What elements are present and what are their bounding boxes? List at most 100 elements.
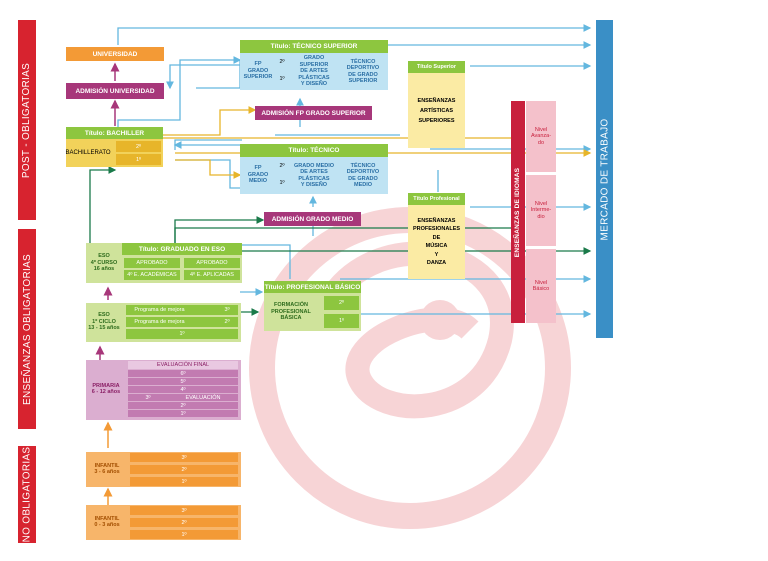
titulo-profesional-block: Título Profesional ENSEÑANZAS PROFESIONA… bbox=[408, 193, 465, 279]
infantil-3-6-name: INFANTIL 3 - 6 años bbox=[94, 462, 120, 476]
fp-grado-medio: FP GRADO MEDIO bbox=[247, 165, 269, 185]
admision-grado-medio-label: ADMISIÓN GRADO MEDIO bbox=[271, 215, 354, 223]
primaria-1: 1º bbox=[128, 410, 238, 417]
eso-3: 3º bbox=[224, 307, 230, 313]
aprobado-aplicadas: APROBADO bbox=[184, 258, 240, 268]
admision-fp-grado-superior-box: ADMISIÓN FP GRADO SUPERIOR bbox=[255, 106, 372, 120]
infantil-0-3-3: 3º bbox=[130, 506, 238, 515]
tecnico-superior-block: Título: TÉCNICO SUPERIOR FP GRADO SUPERI… bbox=[240, 40, 388, 90]
profesional-basico-body: FORMACIÓN PROFESIONAL BÁSICA 2º 1º bbox=[264, 293, 361, 331]
post-obligatorias-band: POST - OBLIGATORIAS bbox=[18, 20, 36, 220]
profesional-basico-title-text: Título: PROFESIONAL BÁSICO bbox=[264, 283, 361, 291]
primaria-2: 2º bbox=[128, 402, 238, 409]
primaria-3: 3º bbox=[145, 394, 151, 401]
titulo-superior-title: Título Superior bbox=[408, 61, 465, 73]
post-obligatorias-label: POST - OBLIGATORIAS bbox=[21, 62, 33, 178]
graduado-eso-body: APROBADO APROBADO 4º E. ACADÉMICAS 4º E.… bbox=[122, 255, 242, 283]
artes-grado-medio: GRADO MEDIO DE ARTES PLÁSTICAS Y DISEÑO bbox=[293, 162, 335, 189]
infantil-0-3-block: INFANTIL 0 - 3 años 3º 2º 1º bbox=[86, 505, 241, 540]
nivel-intermedio: Nivel Intermе- dio bbox=[526, 175, 556, 246]
profesional-basico-title: Título: PROFESIONAL BÁSICO bbox=[264, 281, 361, 293]
infantil-3-6-1: 1º bbox=[130, 477, 238, 486]
primaria-5: 5º bbox=[128, 378, 238, 385]
no-obligatorias-band: NO OBLIGATORIAS bbox=[18, 446, 36, 543]
nivel-basico: Nivel Básico bbox=[526, 249, 556, 323]
programa-mejora-2: Programa de mejora bbox=[134, 319, 185, 325]
admision-grado-medio-box: ADMISIÓN GRADO MEDIO bbox=[264, 212, 361, 226]
formacion-profesional-basica: FORMACIÓN PROFESIONAL BÁSICA bbox=[271, 302, 311, 322]
primaria-4: 4º bbox=[128, 386, 238, 393]
graduado-eso-title-text: Título: GRADUADO EN ESO bbox=[138, 245, 226, 253]
bachillerato-name: BACHILLERATO bbox=[65, 149, 111, 156]
tecnico-superior-title-text: Título: TÉCNICO SUPERIOR bbox=[270, 43, 358, 50]
bachiller-title-text: Título: BACHILLER bbox=[84, 129, 145, 137]
aprobado-academicas: APROBADO bbox=[124, 258, 180, 268]
primaria-3-row: 3º EVALUACIÓN bbox=[128, 394, 238, 401]
universidad-box: UNIVERSIDAD bbox=[66, 47, 164, 61]
deportivo-grado-medio: TÉCNICO DEPORTIVO DE GRADO MEDIO bbox=[346, 162, 380, 189]
primaria-6: 6º bbox=[128, 370, 238, 377]
ensenanzas-obligatorias-label: ENSEÑANZAS OBLIGATORIAS bbox=[21, 253, 33, 405]
evaluacion: EVALUACIÓN bbox=[185, 394, 221, 401]
eso-primer-ciclo-block: ESO 1º CICLO 13 - 15 años Programa de me… bbox=[86, 303, 241, 342]
infantil-3-6-block: INFANTIL 3 - 6 años 3º 2º 1º bbox=[86, 452, 241, 487]
deportivo-grado-superior: TÉCNICO DEPORTIVO DE GRADO SUPERIOR bbox=[346, 58, 380, 85]
primaria-name: PRIMARIA 6 - 12 años bbox=[91, 382, 121, 396]
bachillerato-block: Título: BACHILLER BACHILLERATO 2º 1º bbox=[65, 127, 163, 167]
tecnico-block: Título: TÉCNICO FP GRADO MEDIO 2º 1º GRA… bbox=[240, 144, 388, 194]
ensenanzas-obligatorias-band: ENSEÑANZAS OBLIGATORIAS bbox=[18, 229, 36, 429]
ensenanzas-artisticas-superiores: ENSEÑANZAS ARTÍSTICAS SUPERIORES bbox=[408, 73, 465, 148]
bach-2: 2º bbox=[116, 141, 161, 152]
titulo-superior-block: Título Superior ENSEÑANZAS ARTÍSTICAS SU… bbox=[408, 61, 465, 148]
fp-grado-superior: FP GRADO SUPERIOR bbox=[243, 61, 273, 81]
fpgs-2: 2º bbox=[279, 59, 285, 66]
bach-1: 1º bbox=[116, 154, 161, 165]
mercado-de-trabajo-label: MERCADO DE TRABAJO bbox=[599, 118, 610, 240]
tecnico-title: Título: TÉCNICO bbox=[240, 144, 388, 157]
tecnico-title-text: Título: TÉCNICO bbox=[288, 147, 340, 154]
artes-grado-superior: GRADO SUPERIOR DE ARTES PLÁSTICAS Y DISE… bbox=[298, 55, 330, 88]
infantil-0-3-name: INFANTIL 0 - 3 años bbox=[94, 515, 120, 529]
tecnico-body: FP GRADO MEDIO 2º 1º GRADO MEDIO DE ARTE… bbox=[240, 157, 388, 194]
universidad-label: UNIVERSIDAD bbox=[92, 50, 138, 58]
titulo-profesional-title-text: Título Profesional bbox=[413, 196, 460, 202]
eso-primer-ciclo: ESO 1º CICLO 13 - 15 años bbox=[88, 312, 120, 332]
graduado-eso-title: Título: GRADUADO EN ESO bbox=[122, 243, 242, 255]
eso-2-row: Programa de mejora 2º bbox=[126, 317, 238, 327]
infantil-3-6-2: 2º bbox=[130, 465, 238, 474]
fpgs-1: 1º bbox=[279, 76, 285, 83]
ensenanzas-idiomas-label: ENSEÑANZAS DE IDIOMAS bbox=[514, 167, 522, 257]
infantil-0-3-1: 1º bbox=[130, 530, 238, 539]
graduado-eso-block: Título: GRADUADO EN ESO APROBADO APROBAD… bbox=[122, 243, 242, 283]
ensenanzas-idiomas-band: ENSEÑANZAS DE IDIOMAS bbox=[511, 101, 525, 323]
programa-mejora-3: Programa de mejora bbox=[134, 307, 185, 313]
titulo-profesional-title: Título Profesional bbox=[408, 193, 465, 205]
tecnico-superior-body: FP GRADO SUPERIOR 2º 1º GRADO SUPERIOR D… bbox=[240, 53, 388, 90]
titulo-superior-title-text: Título Superior bbox=[416, 64, 457, 70]
eso-4-curso: ESO 4º CURSO 16 años bbox=[86, 243, 122, 283]
admision-universidad-box: ADMISIÓN UNIVERSIDAD bbox=[66, 83, 164, 99]
ensenanzas-profesionales-musica-danza: ENSEÑANZAS PROFESIONALES DE MÚSICA Y DAN… bbox=[408, 205, 465, 279]
eso-1: 1º bbox=[126, 329, 238, 339]
nivel-avanzado: Nivel Avanza- do bbox=[526, 101, 556, 172]
infantil-0-3-2: 2º bbox=[130, 518, 238, 527]
primaria-block: PRIMARIA 6 - 12 años EVALUACIÓN FINAL 6º… bbox=[86, 360, 241, 420]
bachillerato-body: BACHILLERATO 2º 1º bbox=[65, 139, 163, 167]
fpb-1: 1º bbox=[324, 314, 359, 328]
fpgm-2: 2º bbox=[279, 163, 285, 170]
fpb-2: 2º bbox=[324, 296, 359, 310]
admision-fp-grado-superior-label: ADMISIÓN FP GRADO SUPERIOR bbox=[261, 109, 366, 117]
eso-2: 2º bbox=[224, 319, 230, 325]
bachiller-title: Título: BACHILLER bbox=[66, 127, 163, 139]
no-obligatorias-label: NO OBLIGATORIAS bbox=[21, 446, 33, 543]
profesional-basico-block: Título: PROFESIONAL BÁSICO FORMACIÓN PRO… bbox=[264, 281, 361, 331]
mercado-de-trabajo-band: MERCADO DE TRABAJO bbox=[596, 20, 613, 338]
eso-academicas: 4º E. ACADÉMICAS bbox=[124, 270, 180, 280]
infantil-3-6-3: 3º bbox=[130, 453, 238, 462]
eso-3-row: Programa de mejora 3º bbox=[126, 305, 238, 315]
tecnico-superior-title: Título: TÉCNICO SUPERIOR bbox=[240, 40, 388, 53]
evaluacion-final: EVALUACIÓN FINAL bbox=[128, 361, 238, 369]
eso-aplicadas: 4º E. APLICADAS bbox=[184, 270, 240, 280]
admision-universidad-label: ADMISIÓN UNIVERSIDAD bbox=[75, 87, 155, 95]
fpgm-1: 1º bbox=[279, 180, 285, 187]
